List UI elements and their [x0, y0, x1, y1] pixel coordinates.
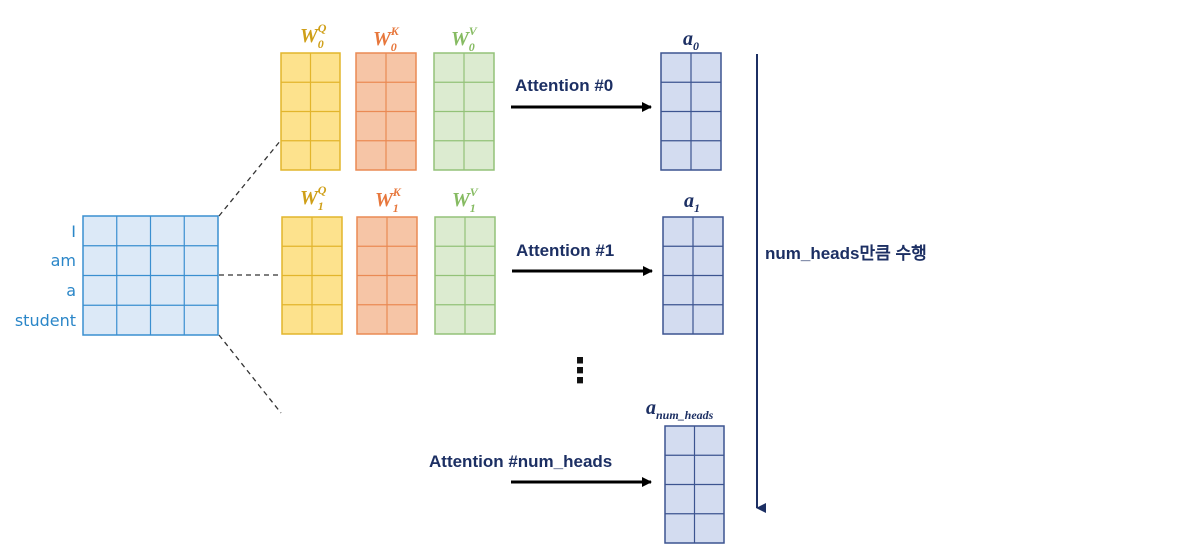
- ellipsis: ⋮: [563, 351, 597, 391]
- w-v-label-head-0: W0V: [451, 24, 478, 54]
- repeat-label: num_heads만큼 수행: [765, 244, 927, 263]
- w-q-label-head-1: W1Q: [300, 183, 327, 213]
- output-label-head-0: a0: [683, 28, 699, 53]
- w-q-matrix-head-0: [280, 52, 341, 171]
- output-label-head-1: a1: [684, 190, 700, 215]
- w-v-matrix-head-0: [433, 52, 495, 171]
- output-label-head-last: anum_heads: [646, 397, 714, 422]
- attention-label-head-last: Attention #num_heads: [429, 452, 612, 471]
- output-matrix-head-0: [660, 52, 722, 171]
- output-matrix-head-1: [662, 216, 724, 335]
- connector-to-head-0: [218, 139, 282, 217]
- w-k-matrix-head-0: [355, 52, 417, 171]
- w-k-label-head-1: W1K: [375, 185, 402, 215]
- input-word: am: [51, 251, 76, 270]
- w-v-matrix-head-1: [434, 216, 496, 335]
- input-word: student: [15, 311, 76, 330]
- attention-label-head-0: Attention #0: [515, 76, 613, 95]
- output-matrix-head-last: [664, 425, 725, 544]
- w-v-label-head-1: W1V: [452, 185, 479, 215]
- w-k-matrix-head-1: [356, 216, 418, 335]
- head-last: Attention #num_heads anum_heads: [429, 397, 725, 544]
- head-0: W0Q W0K W0V Attention #0 a0: [280, 21, 722, 171]
- input-word: a: [66, 281, 76, 300]
- input-embedding-matrix: [82, 215, 219, 336]
- w-q-label-head-0: W0Q: [300, 21, 327, 51]
- input-word: I: [71, 222, 76, 241]
- connector-to-next-heads: [218, 334, 282, 414]
- w-q-matrix-head-1: [281, 216, 343, 335]
- head-1: W1Q W1K W1V Attention #1 a1: [281, 183, 724, 335]
- attention-label-head-1: Attention #1: [516, 241, 614, 260]
- w-k-label-head-0: W0K: [373, 24, 400, 54]
